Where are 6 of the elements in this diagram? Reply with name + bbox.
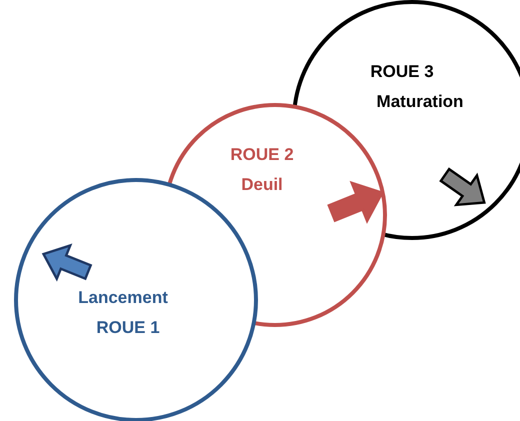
wheel-label: ROUE 1 [96, 318, 160, 338]
wheel-label: Deuil [241, 175, 283, 195]
wheel-title: Lancement [78, 288, 168, 308]
wheel-title: ROUE 2 [230, 145, 294, 165]
wheel-label: Maturation [376, 92, 464, 112]
wheel-title: ROUE 3 [370, 62, 434, 82]
